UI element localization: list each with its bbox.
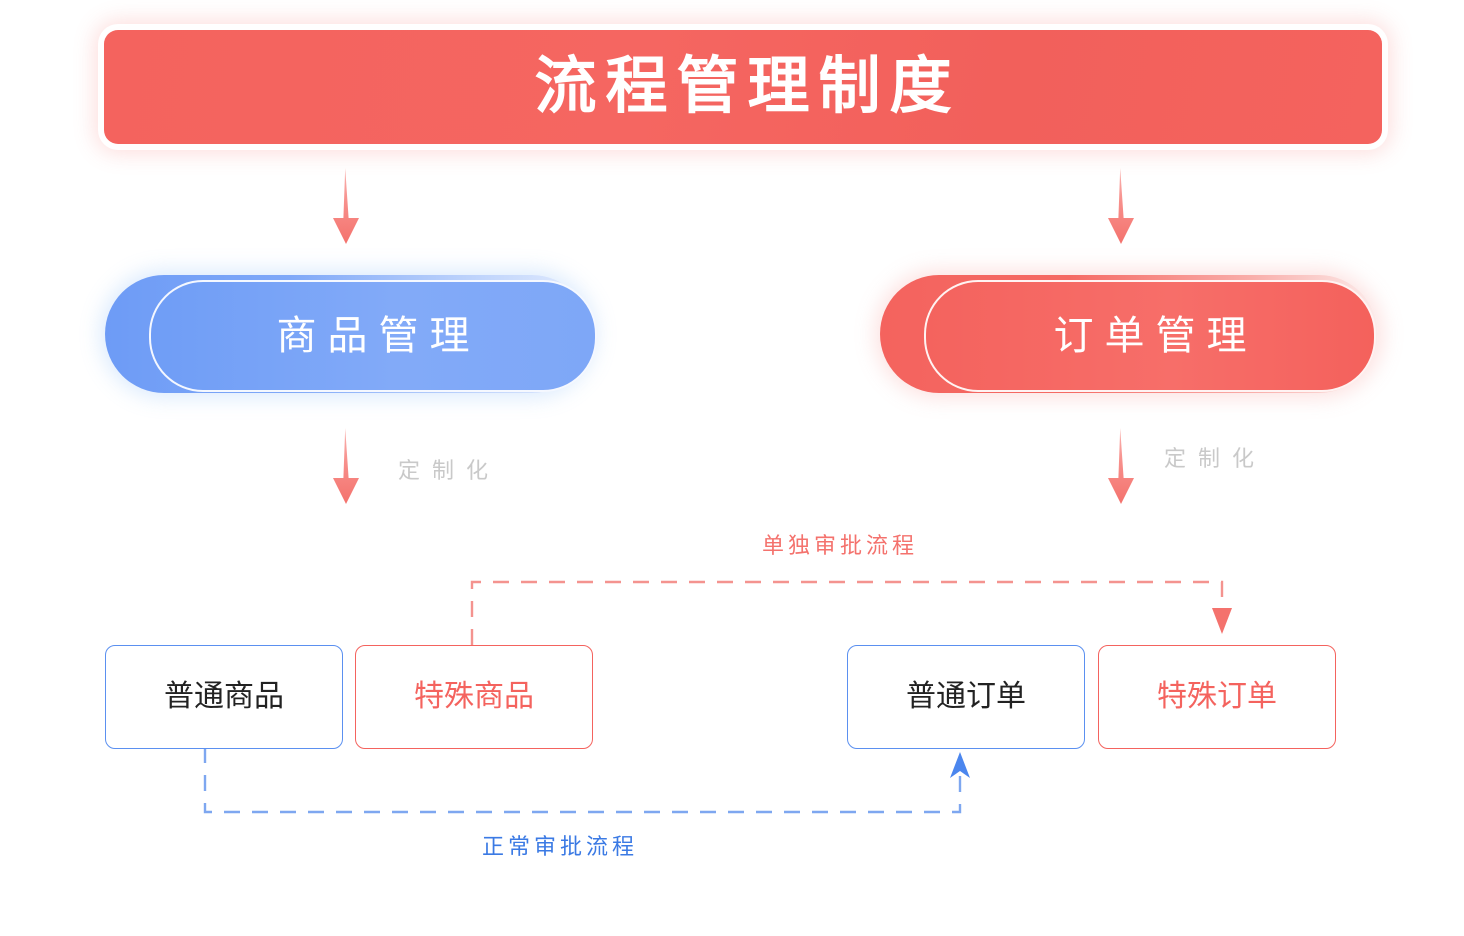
- box-special-product[interactable]: 特殊商品: [355, 645, 593, 749]
- custom-down-arrow-left: [326, 428, 366, 504]
- box-special-product-label: 特殊商品: [414, 680, 534, 713]
- title-down-arrow-right: [1101, 168, 1141, 244]
- box-normal-product-label: 普通商品: [164, 680, 284, 713]
- custom-label-order: 定制化: [1164, 446, 1267, 471]
- box-special-order[interactable]: 特殊订单: [1098, 645, 1336, 749]
- normal-flow-arrowhead-icon: [950, 752, 970, 778]
- capsule-inner-blue: 商品管理: [149, 280, 597, 392]
- capsule-inner-red: 订单管理: [924, 280, 1376, 392]
- special-flow-dashed-path: [470, 580, 1224, 645]
- normal-flow-label: 正常审批流程: [482, 834, 639, 859]
- title-down-arrow-left: [326, 168, 366, 244]
- capsule-order-management[interactable]: 订单管理: [880, 275, 1378, 393]
- normal-flow-dashed-path: [203, 747, 962, 814]
- custom-label-product: 定制化: [398, 458, 501, 483]
- capsule-label-order: 订单管理: [1053, 314, 1258, 358]
- custom-down-arrow-right: [1101, 428, 1141, 504]
- page-title: 流程管理制度: [534, 52, 961, 121]
- box-normal-product[interactable]: 普通商品: [105, 645, 343, 749]
- capsule-label-product: 商品管理: [276, 314, 481, 358]
- page-title-banner: 流程管理制度: [104, 30, 1382, 144]
- capsule-product-management[interactable]: 商品管理: [105, 275, 597, 393]
- box-normal-order[interactable]: 普通订单: [847, 645, 1085, 749]
- special-flow-arrowhead-icon: [1212, 608, 1232, 634]
- box-special-order-label: 特殊订单: [1157, 680, 1277, 713]
- special-flow-label: 单独审批流程: [762, 533, 919, 558]
- box-normal-order-label: 普通订单: [906, 680, 1026, 713]
